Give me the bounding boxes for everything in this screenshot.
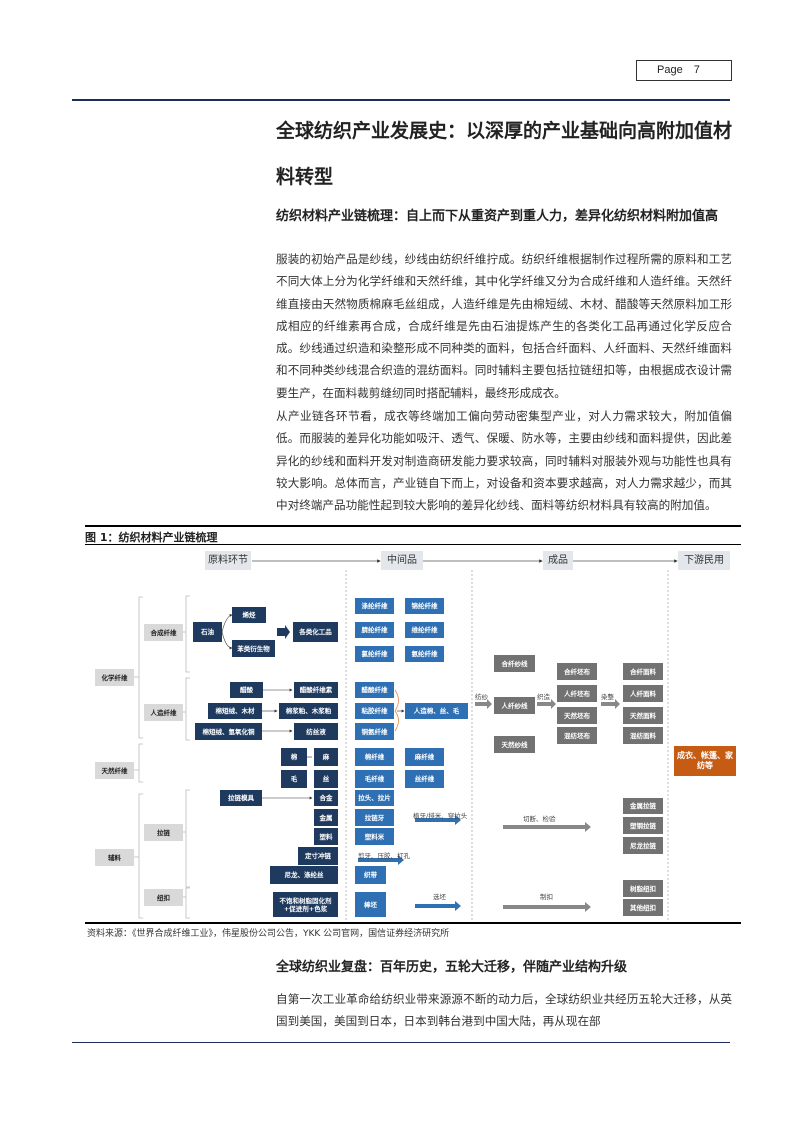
- diagram-node-tape: 织带: [355, 866, 386, 884]
- process-label-t-weaving: 织造: [537, 693, 550, 701]
- diagram-node-acetic: 醋酸: [230, 682, 263, 698]
- diagram-node-fab-syn: 合纤面料: [623, 663, 663, 680]
- diagram-node-spandex: 氨纶纤维: [405, 646, 444, 662]
- diagram-node-olefin: 烯烃: [232, 607, 266, 623]
- diagram-node-l-zip: 拉链: [144, 824, 183, 841]
- diagram-node-yarn-syn: 合纤纱线: [494, 655, 535, 672]
- diagram-node-grey-nat: 天然坯布: [557, 707, 597, 724]
- diagram-node-acrylic: 腈纶纤维: [355, 622, 394, 638]
- process-label-t-cut: 剪牙、压胶、打孔: [358, 852, 410, 860]
- diagram-node-linter: 棉短绒、木材: [208, 703, 262, 719]
- figure-title: 图 1：纺织材料产业链梳理: [85, 531, 218, 544]
- diagram-node-vinylon: 维纶纤维: [405, 622, 444, 638]
- diagram-node-resin: 不饱和树脂固化剂+促进剂+色浆: [273, 892, 338, 917]
- diagram-node-grey-syn: 合纤坯布: [557, 663, 597, 680]
- diagram-node-oil: 石油: [193, 622, 222, 642]
- diagram-node-yarn-art: 人纤纱线: [494, 697, 535, 714]
- figure-title-rule: [85, 544, 741, 545]
- diagram-node-h1: 原料环节: [205, 551, 251, 570]
- process-label-t-make: 制扣: [540, 893, 553, 901]
- figure-top-rule: [85, 525, 741, 527]
- subsection-title: 全球纺织业复盘：百年历史，五轮大迁移，伴随产业结构升级: [276, 960, 628, 975]
- diagram-node-l-acc: 辅料: [95, 849, 134, 866]
- diagram-node-acetcell: 醋酸纤维素: [294, 682, 338, 698]
- diagram-node-zip-nylon: 尼龙拉链: [623, 837, 663, 854]
- diagram-node-benz: 苯类衍生物: [232, 640, 275, 657]
- body-paragraph: 自第一次工业革命给纺织业带来源源不断的动力后，全球纺织业共经历五轮大迁移，从英国…: [276, 992, 732, 1029]
- diagram-node-l-chem: 化学纤维: [95, 669, 134, 686]
- diagram-node-silk: 丝: [314, 770, 338, 788]
- diagram-node-spin: 纺丝液: [294, 723, 338, 740]
- diagram-node-teeth: 拉链牙: [355, 809, 394, 826]
- diagram-node-grey-art: 人纤坯布: [557, 685, 597, 702]
- diagram-node-fab-art: 人纤面料: [623, 685, 663, 702]
- diagram-node-zipmold: 拉链模具: [220, 790, 262, 806]
- diagram-node-nylonf: 锦纶纤维: [405, 598, 444, 614]
- figure-bottom-rule: [85, 922, 741, 924]
- process-label-t-cutcheck: 切断、检验: [523, 815, 556, 823]
- page-label: Page: [657, 64, 683, 76]
- diagram-node-viscose: 粘胶纤维: [355, 703, 394, 719]
- diagram-node-cottonf: 棉纤维: [355, 748, 394, 766]
- diagram-node-metal: 金属: [314, 809, 338, 826]
- diagram-node-pellet: 塑料米: [355, 828, 394, 845]
- body-paragraph: 从产业链各环节看，成衣等终端加工偏向劳动密集型产业，对人力需求较大，附加值偏低。…: [276, 409, 732, 513]
- diagram-node-h4: 下游民用: [678, 551, 730, 570]
- diagram-node-zip-metal: 金属拉链: [623, 798, 663, 814]
- diagram-node-chloro: 氯纶纤维: [355, 646, 394, 662]
- diagram-node-acetf: 醋酸纤维: [355, 682, 394, 698]
- diagram-node-btn-resin: 树脂纽扣: [623, 880, 663, 897]
- diagram-node-l-btn: 纽扣: [144, 889, 183, 906]
- diagram-node-woolf: 毛纤维: [355, 770, 394, 788]
- diagram-node-grey-mix: 混纺坯布: [557, 727, 597, 744]
- diagram-node-plastic: 塑料: [314, 828, 338, 845]
- diagram-node-artif: 人造棉、丝、毛: [405, 703, 468, 719]
- process-label-t-spinning: 纺纱: [475, 693, 488, 701]
- page-number-box: Page 7: [636, 60, 732, 81]
- diagram-node-l-nat: 天然纤维: [95, 762, 134, 779]
- figure-source: 资料来源：《世界合成纤维工业》，伟星股份公司公告，YKK 公司官网，国信证券经济…: [87, 929, 450, 939]
- diagram-node-hemp: 麻: [314, 748, 338, 766]
- diagram-node-pulp: 棉浆粕、木浆粕: [279, 703, 338, 719]
- process-label-t-select: 选坯: [433, 893, 446, 901]
- diagram-node-cotton: 棉: [281, 748, 307, 766]
- process-label-t-teeth: 植牙/排米、穿拉头: [413, 812, 468, 820]
- diagram-node-l-art: 人造纤维: [144, 704, 183, 721]
- section-title: 全球纺织产业发展史：以深厚的产业基础向高附加值材料转型: [276, 120, 733, 188]
- page-number: 7: [693, 64, 700, 76]
- diagram-node-fab-mix: 混纺面料: [623, 727, 663, 744]
- diagram-node-cutzip: 定寸冲链: [298, 847, 338, 865]
- diagram-node-chem: 各类化工品: [293, 622, 338, 642]
- diagram-node-btn-other: 其他纽扣: [623, 899, 663, 916]
- diagram-node-fab-nat: 天然面料: [623, 707, 663, 724]
- diagram-node-linter2: 棉短绒、氢氧化铜: [195, 723, 262, 740]
- footer-rule: [72, 1042, 730, 1043]
- diagram-node-alloy: 合金: [314, 790, 338, 806]
- diagram-node-h3: 成品: [543, 551, 573, 570]
- diagram-node-final: 成衣、帐篷、家纺等: [674, 746, 736, 776]
- diagram-node-polyester: 涤纶纤维: [355, 598, 394, 614]
- diagram-node-nylon: 尼龙、涤纶丝: [270, 866, 338, 884]
- process-label-t-dyeing: 染整: [601, 693, 614, 701]
- diagram-node-cupro: 铜氨纤维: [355, 723, 394, 740]
- diagram-node-yarn-nat: 天然纱线: [494, 736, 535, 753]
- diagram-node-zip-resin: 塑钢拉链: [623, 817, 663, 834]
- header-rule: [72, 99, 730, 101]
- diagram-node-l-syn: 合成纤维: [144, 624, 183, 641]
- diagram-node-silkf: 丝纤维: [405, 770, 444, 788]
- diagram-node-wool: 毛: [281, 770, 307, 788]
- diagram-node-h2: 中间品: [381, 551, 423, 570]
- body-paragraph: 服装的初始产品是纱线，纱线由纺织纤维拧成。纺织纤维根据制作过程所需的原料和工艺不…: [276, 252, 732, 400]
- diagram-node-puller: 拉头、拉片: [355, 790, 394, 806]
- diagram-node-rod: 棒坯: [355, 892, 386, 917]
- diagram-node-hempf: 麻纤维: [405, 748, 444, 766]
- subsection-title: 纺织材料产业链梳理：自上而下从重资产到重人力，差异化纺织材料附加值高: [276, 209, 719, 224]
